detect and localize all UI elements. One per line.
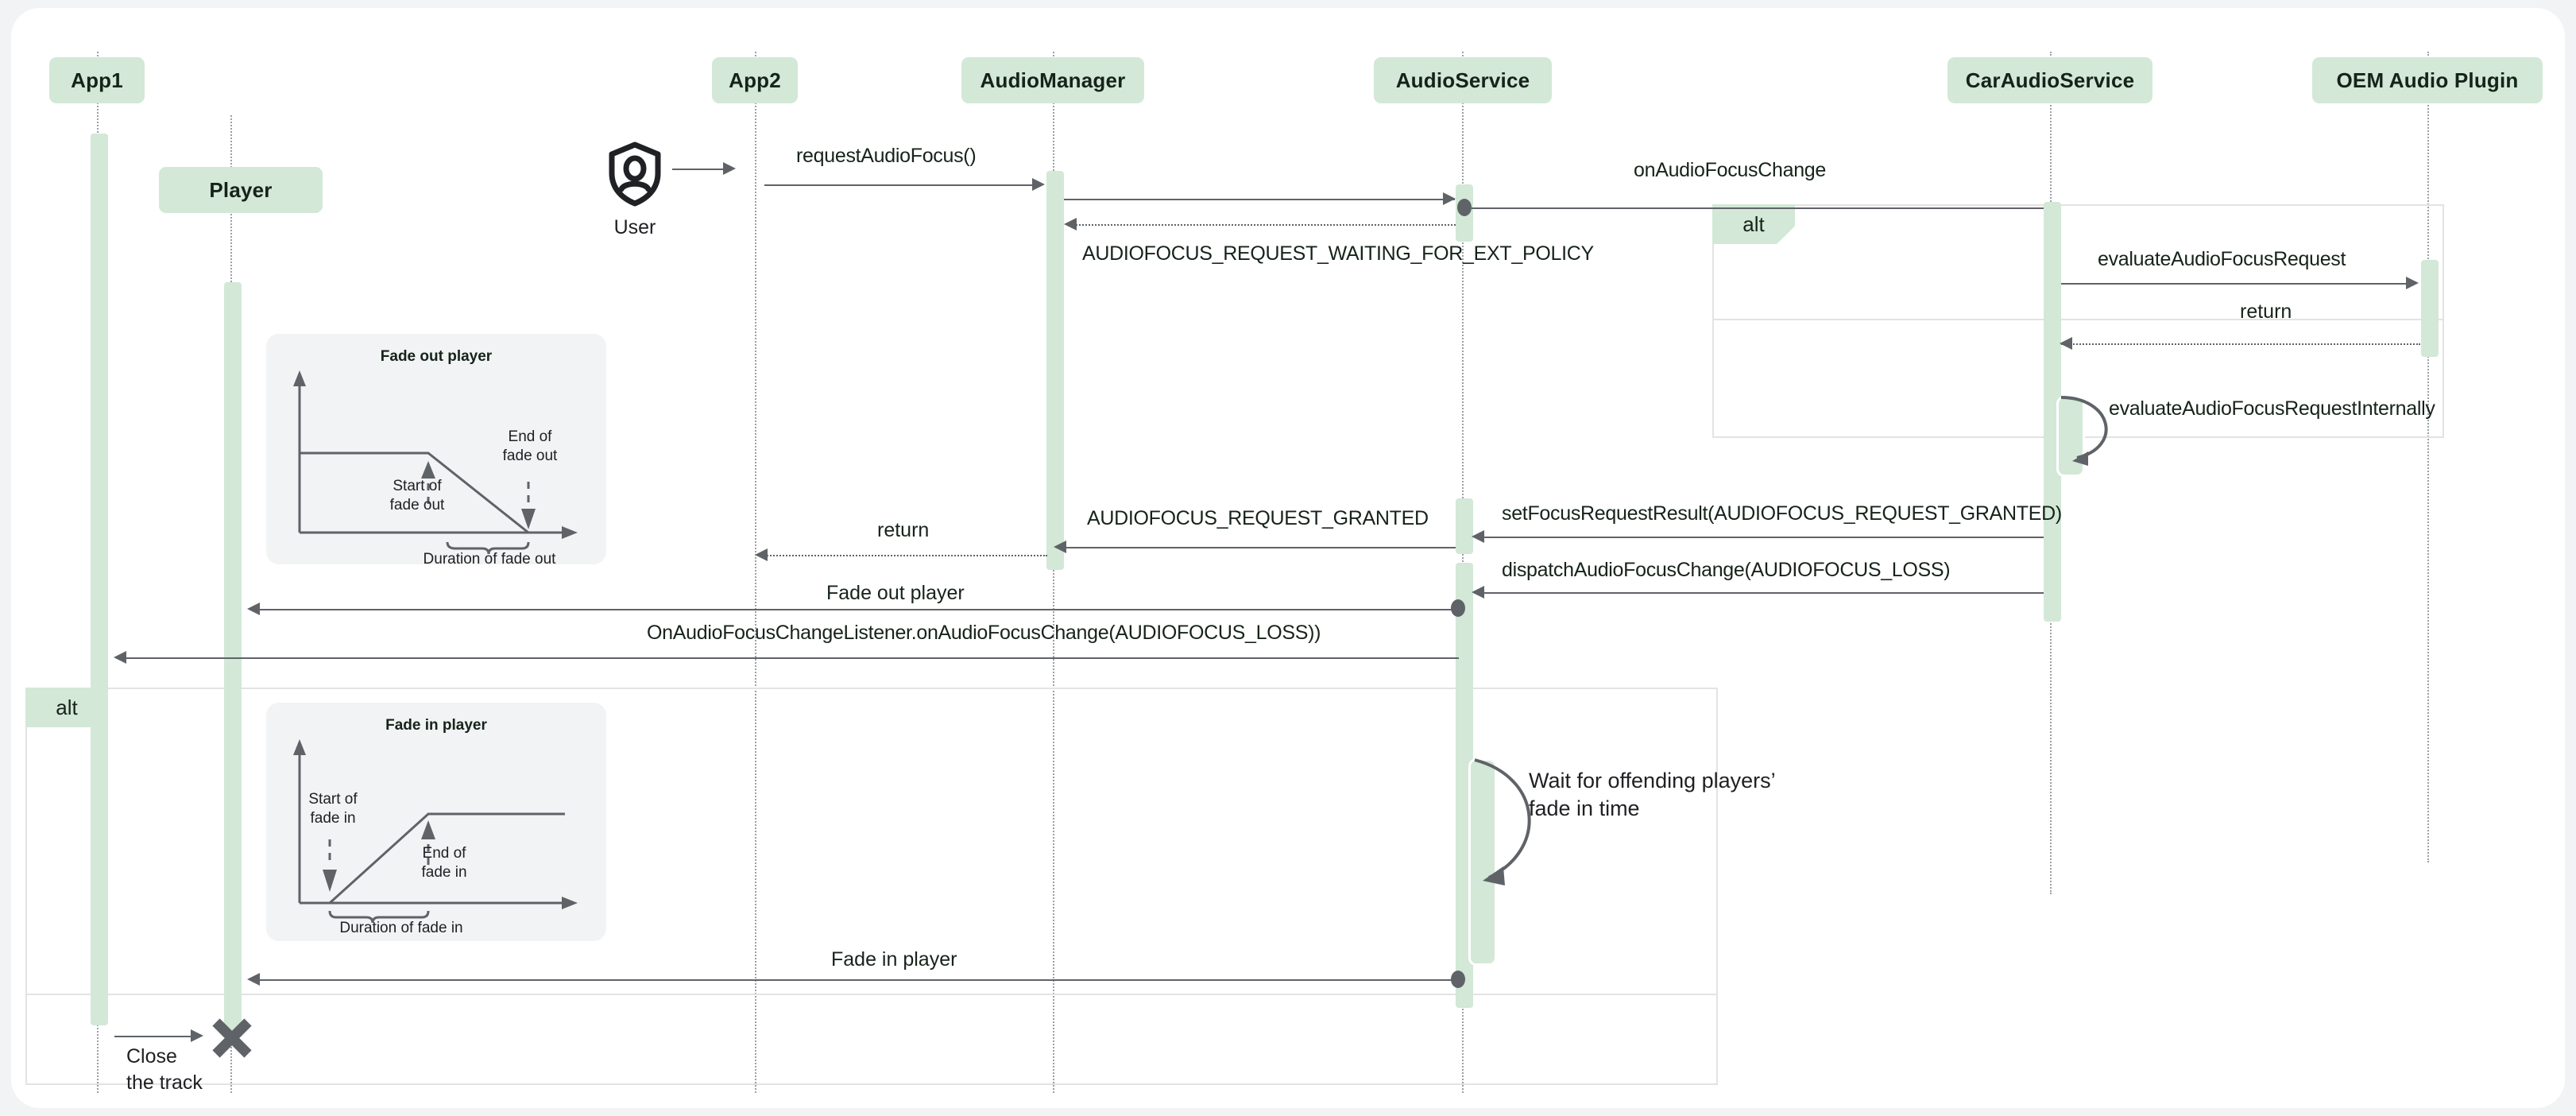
lifeline-head-audioservice[interactable]: AudioService — [1374, 57, 1552, 103]
note-close-the-track: Close the track — [126, 1045, 203, 1094]
message-line-setFocusRequestResult — [1483, 537, 2044, 538]
message-line-waiting-ext-policy — [1076, 224, 1456, 226]
inset-fade-out-duration-label: Duration of fade out — [423, 551, 556, 568]
inset-fade-out-start-label: Start of fade out — [389, 478, 445, 513]
lifeline-head-player[interactable]: Player — [159, 167, 323, 213]
message-arrow-return-manager — [755, 548, 768, 561]
message-arrow-close-the-track — [191, 1029, 203, 1042]
lifeline-line-oem — [2427, 52, 2429, 862]
message-line-return-oem — [2061, 343, 2420, 345]
message-line-dispatchAudioFocusChange — [1483, 592, 2044, 594]
message-line-request-granted — [1064, 547, 1456, 548]
inset-fade-out-end-label: End of fade out — [502, 428, 558, 464]
message-origin-dot-onAudioFocusChange — [1457, 199, 1472, 216]
self-loop-wait-fade-in — [1474, 758, 1531, 885]
message-arrow-onAudioFocusChangeListener — [114, 651, 126, 664]
note-wait-fade-in: Wait for offending players’ fade in time — [1529, 769, 1776, 821]
message-line-fade-out-player — [257, 609, 1457, 610]
message-line-fade-in-player — [257, 979, 1457, 981]
message-label-evaluateAudioFocusRequest: evaluateAudioFocusRequest — [2098, 248, 2346, 270]
fade-out-plot — [293, 370, 578, 555]
activation-player — [224, 282, 242, 1037]
lifeline-head-oem[interactable]: OEM Audio Plugin — [2312, 57, 2543, 103]
message-arrow-evaluateAudioFocusRequest — [2406, 277, 2419, 289]
message-label-request-granted: AUDIOFOCUS_REQUEST_GRANTED — [1087, 507, 1429, 529]
message-line-evaluateAudioFocusRequest — [2061, 283, 2409, 285]
self-loop-evaluateInternally — [2060, 396, 2108, 466]
message-label-evaluateInternally: evaluateAudioFocusRequestInternally — [2109, 397, 2435, 420]
inset-fade-in-end-label: End of fade in — [421, 845, 467, 881]
message-arrow-fade-in-player — [247, 973, 260, 986]
inset-fade-out-title: Fade out player — [380, 348, 493, 365]
lifeline-head-app1[interactable]: App1 — [49, 57, 145, 103]
alt-fragment-left — [25, 688, 1718, 1085]
message-arrow-fade-out-player — [247, 603, 260, 615]
alt-left-divider — [25, 994, 1718, 995]
message-line-requestAudioFocus — [764, 184, 1035, 186]
message-arrow-return-oem — [2060, 337, 2072, 350]
message-arrow-requestAudioFocus — [1032, 178, 1045, 191]
message-label-dispatchAudioFocusChange: dispatchAudioFocusChange(AUDIOFOCUS_LOSS… — [1502, 559, 1951, 581]
lifeline-head-audiomanager[interactable]: AudioManager — [961, 57, 1144, 103]
activation-app1 — [91, 134, 108, 1025]
lifeline-line-app2 — [755, 52, 756, 1093]
message-label-return-oem: return — [2240, 300, 2292, 323]
message-line-onAudioFocusChangeListener — [124, 657, 1459, 659]
lifeline-head-app2[interactable]: App2 — [712, 57, 798, 103]
message-label-requestAudioFocus: requestAudioFocus() — [796, 145, 977, 167]
message-line-manager-to-service — [1064, 199, 1455, 200]
user-label: User — [613, 216, 656, 238]
destroy-x-icon — [212, 1018, 252, 1058]
activation-audiomanager — [1046, 171, 1064, 570]
message-label-waiting-ext-policy: AUDIOFOCUS_REQUEST_WAITING_FOR_EXT_POLIC… — [1082, 242, 1594, 265]
lifeline-head-caraudioservice[interactable]: CarAudioService — [1947, 57, 2152, 103]
message-label-return-manager: return — [877, 519, 930, 541]
user-to-app2-line — [672, 169, 726, 170]
activation-audioservice-2 — [1456, 498, 1473, 554]
inset-fade-in-duration-label: Duration of fade in — [339, 920, 463, 936]
message-line-close-the-track — [114, 1036, 194, 1037]
shield-user-icon — [609, 141, 661, 207]
fade-in-plot — [293, 739, 578, 924]
message-label-setFocusRequestResult: setFocusRequestResult(AUDIOFOCUS_REQUEST… — [1502, 502, 2062, 525]
message-line-return-manager — [764, 555, 1047, 556]
message-line-onAudioFocusChange — [1472, 207, 2044, 209]
activation-caraudioservice — [2044, 202, 2061, 622]
activation-oem — [2421, 260, 2439, 357]
message-arrow-manager-to-service — [1443, 192, 1456, 205]
message-origin-dot-fade-out — [1451, 599, 1465, 617]
message-arrow-waiting-ext-policy — [1064, 218, 1077, 231]
activation-audioservice-nested — [1468, 758, 1497, 966]
inset-fade-in-chart: Fade in player Start of fade in — [266, 703, 606, 941]
message-arrow-request-granted — [1054, 541, 1066, 553]
message-label-fade-in-player: Fade in player — [831, 948, 957, 971]
alt-right-divider — [1712, 319, 2444, 320]
message-arrow-dispatchAudioFocusChange — [1472, 586, 1484, 599]
message-label-fade-out-player: Fade out player — [826, 582, 965, 604]
user-to-app2-arrowhead — [723, 162, 736, 175]
diagram-canvas: alt alt App1 Player App2 AudioManager Au… — [11, 8, 2565, 1108]
message-label-onAudioFocusChange: onAudioFocusChange — [1634, 159, 1827, 181]
inset-fade-in-start-label: Start of fade in — [308, 791, 358, 827]
inset-fade-out-chart: Fade out player Start of fade out — [266, 334, 606, 568]
message-arrow-setFocusRequestResult — [1472, 530, 1484, 543]
message-label-onAudioFocusChangeListener: OnAudioFocusChangeListener.onAudioFocusC… — [647, 622, 1321, 644]
alt-label-right: alt — [1712, 204, 1795, 244]
inset-fade-in-title: Fade in player — [385, 717, 487, 734]
message-origin-dot-fade-in — [1451, 971, 1465, 988]
lifeline-line-audiomanager — [1053, 52, 1054, 1093]
